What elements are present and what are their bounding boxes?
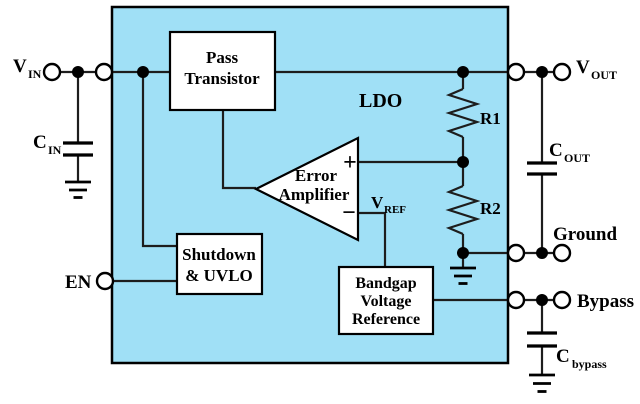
cin-label-sub: IN bbox=[48, 143, 62, 157]
vin-pin-terminal bbox=[94, 62, 114, 82]
ground-cout-junction-dot bbox=[536, 247, 548, 259]
bandgap-reference-block bbox=[337, 265, 435, 336]
ground-outer-terminal bbox=[552, 243, 572, 263]
r1-label: R1 bbox=[480, 109, 501, 128]
vin-internal-junction-dot bbox=[137, 66, 149, 78]
vref-label-sub: REF bbox=[384, 204, 406, 216]
bypass-pin-terminal bbox=[506, 290, 526, 310]
bandgap-label-line2: Voltage bbox=[361, 293, 412, 310]
amp-output-wire bbox=[221, 110, 256, 190]
amp-minus-vref-wire bbox=[358, 211, 387, 267]
cin-label: C bbox=[33, 132, 47, 153]
cout-label-sub: OUT bbox=[564, 151, 590, 165]
vout-outer-terminal bbox=[552, 62, 572, 82]
bypass-cbypass-junction-dot bbox=[536, 294, 548, 306]
ground-pin-terminal bbox=[506, 243, 526, 263]
vout-r1-junction-dot bbox=[457, 66, 469, 78]
error-amplifier-triangle bbox=[253, 136, 360, 242]
vout-cout-junction-dot bbox=[536, 66, 548, 78]
vref-label: V bbox=[371, 193, 384, 212]
vin-label: V bbox=[13, 56, 27, 77]
bypass-label: Bypass bbox=[577, 291, 634, 312]
vout-label-sub: OUT bbox=[591, 68, 617, 82]
cbypass-ground-symbol bbox=[529, 373, 555, 393]
vout-label: V bbox=[576, 57, 590, 78]
pass-transistor-label-line1: Pass bbox=[206, 48, 239, 67]
en-pin-terminal bbox=[95, 271, 115, 291]
terminal-circle-group bbox=[42, 62, 572, 310]
vout-pin-terminal bbox=[506, 62, 526, 82]
r2-resistor-zigzag bbox=[445, 184, 481, 236]
junction-dot-group bbox=[72, 66, 548, 306]
ground-label: Ground bbox=[553, 224, 618, 245]
amp-minus-sign: − bbox=[342, 200, 356, 226]
vin-to-shutdown-wire bbox=[141, 72, 177, 248]
vin-label-sub: IN bbox=[28, 67, 42, 81]
capacitor-group bbox=[63, 141, 557, 348]
bandgap-label-line3: Reference bbox=[352, 311, 420, 328]
error-amplifier-label-line2: Amplifier bbox=[279, 185, 350, 204]
vin-outer-terminal bbox=[42, 62, 62, 82]
block-group bbox=[168, 30, 435, 336]
ground-symbol-group bbox=[65, 180, 555, 393]
bandgap-label-line1: Bandgap bbox=[355, 275, 416, 292]
bypass-outer-terminal bbox=[552, 290, 572, 310]
vin-cin-junction-dot bbox=[72, 66, 84, 78]
cbypass-label: C bbox=[556, 346, 570, 367]
cout-label: C bbox=[549, 140, 563, 161]
cbypass-label-sub: bypass bbox=[572, 357, 607, 371]
shutdown-uvlo-label-line1: Shutdown bbox=[182, 245, 256, 264]
r2-label: R2 bbox=[480, 199, 501, 218]
ldo-label: LDO bbox=[359, 90, 402, 112]
internal-ground-symbol bbox=[450, 266, 476, 285]
cin-ground-symbol bbox=[65, 180, 91, 199]
r1-r2-junction-dot bbox=[457, 156, 469, 168]
error-amplifier-label-line1: Error bbox=[295, 166, 338, 185]
shutdown-uvlo-block bbox=[175, 232, 264, 296]
amp-plus-sign: + bbox=[343, 150, 357, 176]
en-label: EN bbox=[65, 272, 92, 293]
pass-transistor-label-line2: Transistor bbox=[184, 69, 260, 88]
shutdown-uvlo-label-line2: & UVLO bbox=[185, 266, 253, 285]
pass-transistor-block bbox=[168, 30, 277, 112]
r2-ground-junction-dot bbox=[457, 247, 469, 259]
r1-resistor-zigzag bbox=[445, 87, 481, 139]
